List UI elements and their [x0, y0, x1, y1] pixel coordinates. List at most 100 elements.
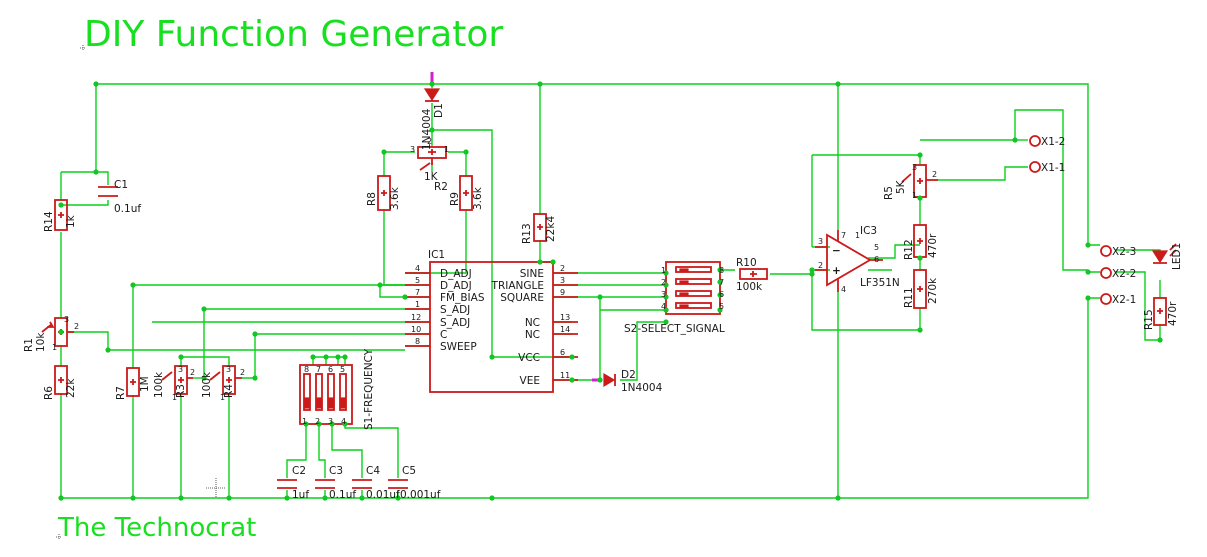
- s2-pin: 6: [719, 290, 724, 299]
- junction-dot: [1157, 337, 1163, 343]
- r2-pin: 1: [444, 145, 449, 154]
- r5-value: 5K: [895, 179, 907, 194]
- d1-value: 1N4004: [421, 108, 433, 150]
- connector-x1-1: [1029, 161, 1041, 173]
- ic1-pin-num: 14: [560, 325, 570, 334]
- junction-dot: [201, 375, 207, 381]
- ic3-minus: −: [832, 245, 841, 257]
- r6-value: 22k: [65, 378, 77, 398]
- r2-value: 1K: [424, 171, 439, 183]
- ic1-pin-num: 5: [415, 276, 420, 285]
- connector-label: X2-3: [1112, 246, 1136, 258]
- ic1-pin-label: S_ADJ: [440, 304, 470, 316]
- r2-pin: 2: [427, 137, 432, 146]
- junction-dot: [569, 377, 575, 383]
- r3-ref: R3: [175, 384, 187, 398]
- junction-dot: [178, 495, 184, 501]
- c4-value: 0.01uf: [366, 489, 400, 501]
- junction-dot: [489, 495, 495, 501]
- s1-pin: 5: [340, 365, 345, 374]
- c3-value: 0.1uf: [329, 489, 356, 501]
- r4-pin: 3: [226, 365, 231, 374]
- junction-dot: [323, 354, 329, 360]
- junction-dot: [597, 294, 603, 300]
- junction-dot: [342, 421, 348, 427]
- s2-pin: 2: [661, 278, 666, 287]
- junction-dot: [93, 81, 99, 87]
- s1-pin: 7: [316, 365, 321, 374]
- junction-dot: [537, 81, 543, 87]
- r3-pin: 1: [172, 393, 177, 402]
- resistor-r14: [54, 199, 68, 231]
- junction-dot: [93, 169, 99, 175]
- ic1-pin-label: SINE: [520, 268, 544, 280]
- ic3-pin-num: 1: [855, 231, 860, 240]
- diode-d1: [423, 88, 441, 102]
- r4-pin: 1: [220, 393, 225, 402]
- components: [41, 72, 1177, 489]
- capacitor-c4: [352, 479, 372, 489]
- schematic-title: DIY Function Generator: [84, 14, 503, 55]
- r5-ref: R5: [883, 186, 895, 200]
- junction-dot: [105, 347, 111, 353]
- ic1-pin-num: 11: [560, 371, 570, 380]
- r1-pin: 2: [74, 322, 79, 331]
- ic1-pin-label: NC: [525, 329, 540, 341]
- junction-dot: [917, 152, 923, 158]
- junction-dot: [717, 307, 723, 313]
- ic1-pin-num: 4: [415, 264, 420, 273]
- resistor-r11: [913, 269, 927, 309]
- wires: [60, 76, 1161, 499]
- ic1-pin-num: 2: [560, 264, 565, 273]
- d2-ref: D2: [621, 369, 636, 381]
- r7-ref: R7: [115, 386, 127, 400]
- connector-label: X2-1: [1112, 294, 1136, 306]
- ic1-pin-num: 13: [560, 313, 570, 322]
- pot-r4: [209, 365, 242, 395]
- ic1-pin-num: 1: [415, 300, 420, 309]
- connector-x2-3: [1100, 245, 1112, 257]
- r12-ref: R12: [903, 239, 915, 260]
- connector-x1-2: [1029, 135, 1041, 147]
- s1-pin: 6: [328, 365, 333, 374]
- junction-dot: [537, 259, 543, 265]
- junction-dot: [809, 271, 815, 277]
- ic3-pin-num: 3: [818, 237, 823, 246]
- r11-value: 270k: [927, 277, 939, 304]
- s2-pin: 7: [719, 278, 724, 287]
- d1-ref: D1: [433, 103, 445, 118]
- s1-label: S1-FREQUENCY: [363, 348, 375, 430]
- s1-switch: [299, 364, 353, 425]
- connector-x2-1: [1100, 293, 1112, 305]
- ic1-pin-num: 6: [560, 348, 565, 357]
- connector-label: X2-2: [1112, 268, 1136, 280]
- ic3-opamp: [826, 233, 872, 287]
- ic1-pin-label: FM_BIAS: [440, 292, 485, 304]
- r12-value: 470r: [927, 233, 939, 258]
- c1-ref: C1: [114, 179, 128, 191]
- r13-ref: R13: [521, 223, 533, 244]
- s2-pin: 5: [719, 302, 724, 311]
- r1-pin: 1: [52, 343, 57, 352]
- junction-dot: [717, 292, 723, 298]
- s2-pin: 3: [661, 290, 666, 299]
- ic1-left-pins: D_ADJ D_ADJ FM_BIAS S_ADJ S_ADJ C SWEEP …: [411, 264, 485, 353]
- ic1-pin-num: 7: [415, 288, 420, 297]
- resistor-r9: [459, 175, 473, 211]
- capacitor-c2: [277, 479, 297, 489]
- resistor-r7: [126, 367, 140, 397]
- ic1-pin-label: D_ADJ: [440, 268, 472, 280]
- junction-dot: [663, 282, 669, 288]
- r14-ref: R14: [43, 211, 55, 232]
- ic1-pin-label: NC: [525, 317, 540, 329]
- s1-pin: 4: [341, 417, 346, 426]
- junction-dot: [489, 354, 495, 360]
- junction-dot: [835, 81, 841, 87]
- junctions: [58, 81, 1163, 501]
- capacitor-c5: [388, 479, 408, 489]
- ic3-pin-num: 2: [818, 261, 823, 270]
- ic1-pin-label: VEE: [520, 375, 540, 387]
- ic3-part: LF351N: [860, 277, 900, 289]
- r4-pin: 2: [240, 368, 245, 377]
- ic3-ref: IC3: [860, 225, 877, 237]
